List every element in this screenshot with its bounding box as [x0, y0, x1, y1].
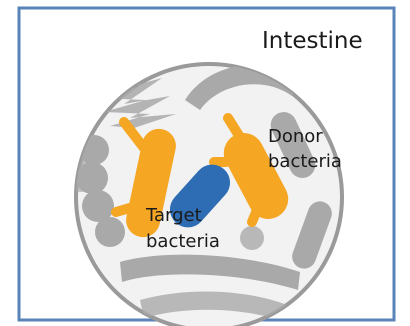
coccus-bacterium	[240, 226, 264, 250]
title-label: Intestine	[262, 28, 363, 54]
coccus-bacterium	[95, 217, 125, 247]
target-label-line1: Target	[145, 205, 202, 226]
donor-label-line2: bacteria	[268, 151, 342, 172]
donor-label-line1: Donor	[268, 126, 323, 147]
target-label-line2: bacteria	[146, 231, 220, 252]
